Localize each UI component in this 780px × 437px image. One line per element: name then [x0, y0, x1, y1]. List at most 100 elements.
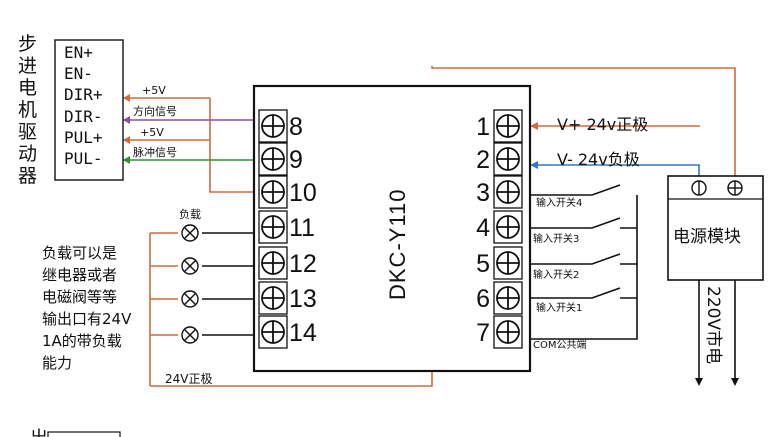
terminal-number: 14	[289, 319, 317, 347]
screw-terminal: 12	[258, 246, 317, 280]
arrow-5v-pul	[123, 136, 130, 144]
arrow-mains-right	[731, 378, 739, 386]
label-5v-dir: +5V	[142, 84, 166, 97]
stepper-driver: 步 进 电 机 驱 动 器 EN+ EN- DIR+ DIR- PUL+ PUL…	[18, 33, 124, 187]
label-direction: 方向信号	[133, 104, 177, 118]
driver-title-char: 进	[18, 55, 37, 77]
lamp-icon	[181, 224, 199, 242]
power-minus-terminal	[691, 180, 707, 196]
load-description-line: 电磁阀等等	[42, 288, 117, 306]
switch-4	[530, 184, 621, 196]
power-labels: V+ 24v正极 V- 24v负极	[557, 115, 648, 169]
terminal-number: 5	[476, 250, 490, 278]
wire-5v-bus	[209, 98, 262, 193]
input-label: COM公共端	[533, 338, 586, 351]
mains-label: 220V市电	[703, 286, 723, 364]
screw-terminal: 14	[258, 315, 317, 349]
driver-title: 步 进 电 机 驱 动 器	[18, 33, 37, 187]
driver-title-char: 机	[18, 99, 37, 121]
input-label: 输入开关1	[536, 301, 582, 314]
terminal-number: 8	[289, 113, 303, 141]
arrow-mains-left	[695, 378, 703, 386]
label-24v-positive: 24V正极	[165, 372, 212, 386]
switch-3	[530, 217, 621, 229]
terminal-number: 10	[289, 179, 317, 207]
load-description-line: 1A的带负载	[42, 332, 122, 350]
arrow-pulse	[123, 156, 130, 164]
input-label: 输入开关3	[533, 232, 579, 245]
screw-terminal: 7	[476, 315, 523, 349]
signal-labels: +5V 方向信号 +5V 脉冲信号	[133, 84, 177, 159]
driver-pin-label: DIR+	[64, 85, 103, 104]
input-labels: 输入开关4 输入开关3 输入开关2 输入开关1 COM公共端	[533, 196, 586, 351]
switch-1	[530, 287, 621, 299]
right-terminal-strip: 1 2 3 4 5 6 7	[476, 109, 523, 349]
wire-24v-positive	[150, 371, 433, 387]
input-label: 输入开关2	[533, 268, 579, 281]
left-terminal-strip: 8 9 10 11 12 13 14	[258, 109, 317, 349]
driver-box	[54, 39, 124, 181]
driver-pins: EN+ EN- DIR+ DIR- PUL+ PUL-	[64, 43, 103, 168]
screw-terminal: 9	[258, 142, 303, 176]
wire-v-minus	[530, 164, 700, 180]
terminal-number: 4	[476, 214, 490, 242]
lamp-icon	[181, 290, 199, 308]
screw-terminal: 3	[476, 175, 523, 209]
load-label: 负载	[179, 207, 201, 221]
driver-pin-label: EN+	[64, 43, 93, 62]
load-description-line: 负载可以是	[42, 244, 117, 262]
terminal-number: 9	[289, 146, 303, 174]
arrow-v-plus	[530, 122, 538, 130]
label-v-minus: V- 24v负极	[557, 150, 640, 169]
driver-pin-label: EN-	[64, 64, 93, 83]
screw-terminal: 2	[476, 142, 523, 176]
driver-pin-label: DIR-	[64, 107, 103, 126]
terminal-number: 12	[289, 250, 317, 278]
switch-2	[530, 253, 621, 265]
controller-box	[252, 84, 532, 373]
power-module: 电源模块 220V市电	[667, 175, 764, 364]
screw-terminal: 1	[476, 109, 523, 143]
driver-title-char: 驱	[18, 121, 37, 143]
screw-terminal: 8	[258, 109, 303, 143]
screw-terminal: 11	[258, 210, 315, 244]
driver-pin-label: PUL+	[64, 128, 103, 147]
terminal-number: 6	[476, 285, 490, 313]
wires	[123, 66, 736, 387]
load-description-line: 继电器或者	[42, 266, 117, 284]
footer-fragment: 出	[30, 428, 121, 437]
footer-partial-char: 出	[30, 428, 48, 437]
label-pulse: 脉冲信号	[133, 145, 177, 159]
label-5v-pul: +5V	[140, 126, 164, 139]
driver-title-char: 动	[18, 143, 37, 165]
power-module-box	[667, 175, 764, 281]
driver-pin-label: PUL-	[64, 149, 103, 168]
input-label: 输入开关4	[536, 196, 582, 209]
power-module-label: 电源模块	[673, 227, 741, 247]
terminal-number: 3	[476, 179, 490, 207]
arrow-direction	[123, 116, 130, 124]
load-description-line: 能力	[42, 354, 72, 372]
load-lamps	[181, 224, 199, 344]
terminal-number: 13	[289, 285, 317, 313]
lamp-icon	[181, 257, 199, 275]
terminal-number: 11	[289, 214, 315, 242]
screw-terminal: 5	[476, 246, 523, 280]
arrow-v-minus	[530, 161, 538, 169]
controller-model: DKC-Y110	[385, 188, 410, 300]
terminal-number: 7	[476, 319, 490, 347]
screw-terminal: 10	[258, 175, 317, 209]
load-description-line: 输出口有24V	[42, 310, 132, 328]
screw-terminal: 6	[476, 281, 523, 315]
power-plus-terminal	[727, 180, 743, 196]
driver-title-char: 电	[18, 77, 37, 99]
loads: 负载 负载可以是 继电器或者 电磁阀等等 输出口有24V 1A的带负载 能力 2…	[42, 207, 212, 386]
screw-terminal: 13	[258, 281, 317, 315]
load-description: 负载可以是 继电器或者 电磁阀等等 输出口有24V 1A的带负载 能力	[42, 244, 132, 372]
terminal-number: 2	[476, 146, 490, 174]
driver-title-char: 器	[18, 165, 37, 187]
lamp-icon	[181, 326, 199, 344]
wire-loop-top	[431, 66, 736, 180]
arrows	[123, 94, 739, 386]
